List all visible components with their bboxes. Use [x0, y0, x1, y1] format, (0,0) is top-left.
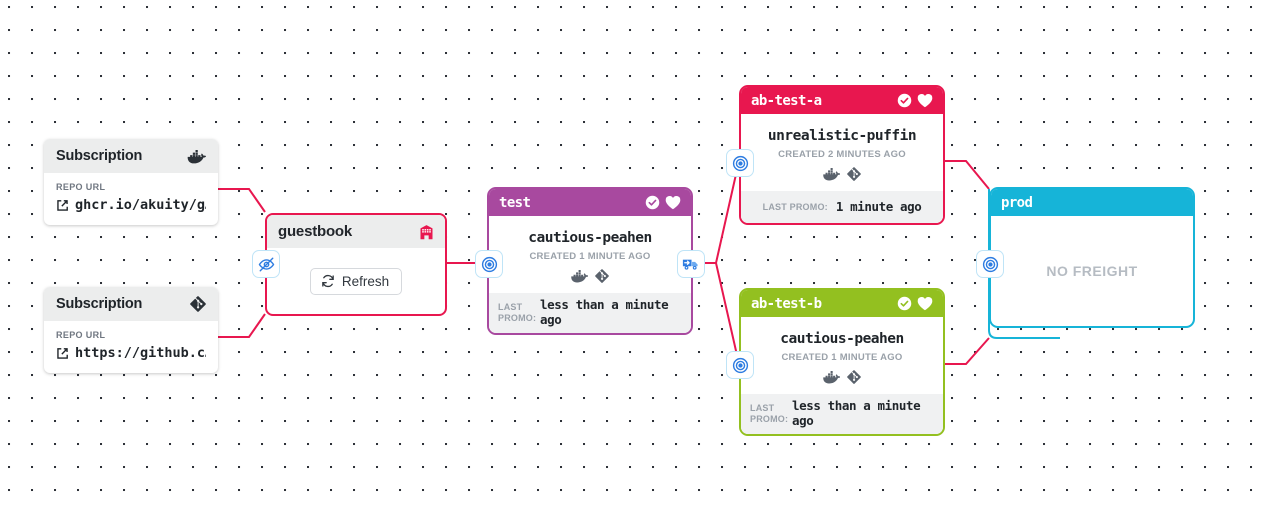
stage-name: ab-test-b: [751, 295, 822, 312]
refresh-button-label: Refresh: [341, 273, 390, 289]
bullseye-icon: [732, 155, 749, 172]
stage-footer: LAST PROMO: less than a minute ago: [489, 293, 691, 333]
last-promo-label: LAST PROMO:: [498, 302, 537, 323]
stage-node-test[interactable]: test cautious-peahen CREATED 1 MINUTE AG…: [487, 187, 693, 335]
stage-header: test: [489, 189, 691, 216]
stage-node-prod[interactable]: prod NO FREIGHT: [989, 187, 1195, 328]
edge-abtesta-prod: [941, 160, 990, 190]
freight-icons: [497, 269, 683, 283]
freight-name: cautious-peahen: [528, 230, 652, 246]
truck-icon: [682, 256, 700, 272]
stage-body: cautious-peahen CREATED 1 MINUTE AGO: [741, 317, 943, 394]
bullseye-icon: [481, 256, 498, 273]
docker-icon: [823, 167, 840, 181]
freight-created: CREATED 1 MINUTE AGO: [529, 251, 651, 262]
docker-icon: [823, 370, 840, 384]
stage-node-ab-test-a[interactable]: ab-test-a unrealistic-puffin CREATED 2 M…: [739, 85, 945, 225]
git-icon: [847, 167, 861, 181]
warehouse-header: guestbook: [267, 215, 445, 248]
subscription-header: Subscription: [44, 287, 218, 321]
docker-icon: [187, 149, 206, 164]
stage-body: cautious-peahen CREATED 1 MINUTE AGO: [489, 216, 691, 293]
last-promo-value: 1 minute ago: [835, 198, 922, 214]
edge-sub1-warehouse: [217, 188, 266, 213]
freight-created: CREATED 1 MINUTE AGO: [781, 352, 903, 363]
stage-footer: LAST PROMO: less than a minute ago: [741, 394, 943, 434]
freight-name: unrealistic-puffin: [767, 128, 917, 144]
warehouse-icon: [419, 224, 434, 240]
edge-sub2-warehouse: [217, 313, 266, 338]
heart-icon[interactable]: [917, 93, 933, 108]
last-promo-label: LAST PROMO:: [762, 201, 828, 212]
stage-name: prod: [1001, 194, 1033, 211]
stage-footer: LAST PROMO: 1 minute ago: [741, 191, 943, 223]
warehouse-title: guestbook: [278, 223, 353, 240]
stage-header: ab-test-a: [741, 87, 943, 114]
subscription-header: Subscription: [44, 139, 218, 173]
prod-target-chip[interactable]: [976, 250, 1004, 278]
bullseye-icon: [982, 256, 999, 273]
stage-header: prod: [991, 189, 1193, 216]
subscription-field-label: REPO URL: [56, 330, 106, 340]
heart-icon[interactable]: [917, 296, 933, 311]
warehouse-node-guestbook[interactable]: guestbook: [265, 213, 447, 316]
check-circle-icon[interactable]: [645, 195, 660, 210]
docker-icon: [571, 269, 588, 283]
edge-abtestb-prod: [941, 337, 990, 365]
subscription-repo-url[interactable]: https://github.c…: [56, 345, 206, 361]
warehouse-visibility-chip[interactable]: [252, 250, 280, 278]
subscription-repo-url-text: ghcr.io/akuity/g…: [75, 197, 206, 213]
last-promo-value: less than a minute ago: [540, 297, 669, 327]
subscription-field-label: REPO URL: [56, 182, 106, 192]
bullseye-icon: [732, 357, 749, 374]
stage-header: ab-test-b: [741, 290, 943, 317]
stage-body: unrealistic-puffin CREATED 2 MINUTES AGO: [741, 114, 943, 191]
stage-name: test: [499, 194, 531, 211]
subscription-card-git[interactable]: Subscription REPO URL https://github.c…: [44, 287, 218, 373]
eye-slash-icon: [258, 256, 275, 273]
git-icon: [595, 269, 609, 283]
freight-icons: [749, 370, 935, 384]
freight-created: CREATED 2 MINUTES AGO: [778, 149, 906, 160]
subscription-body: REPO URL https://github.c…: [44, 321, 218, 373]
external-link-icon: [56, 347, 69, 360]
git-icon: [847, 370, 861, 384]
refresh-button[interactable]: Refresh: [309, 267, 403, 295]
freight-name: cautious-peahen: [780, 331, 904, 347]
ab-test-a-target-chip[interactable]: [726, 149, 754, 177]
subscription-title: Subscription: [56, 296, 143, 312]
check-circle-icon[interactable]: [897, 93, 912, 108]
external-link-icon: [56, 199, 69, 212]
last-promo-label: LAST PROMO:: [750, 403, 789, 424]
test-promote-chip[interactable]: [677, 250, 705, 278]
freight-icons: [749, 167, 935, 181]
heart-icon[interactable]: [665, 195, 681, 210]
subscription-repo-url[interactable]: ghcr.io/akuity/g…: [56, 197, 206, 213]
refresh-icon: [321, 274, 335, 288]
warehouse-body: Refresh: [267, 248, 445, 314]
last-promo-value: less than a minute ago: [792, 398, 921, 428]
stage-empty-state: NO FREIGHT: [1046, 263, 1138, 279]
stage-node-ab-test-b[interactable]: ab-test-b cautious-peahen CREATED 1 MINU…: [739, 288, 945, 436]
subscription-repo-url-text: https://github.c…: [75, 345, 206, 361]
git-icon: [190, 296, 206, 312]
edge-test-abtestb: [690, 262, 740, 365]
stage-name: ab-test-a: [751, 92, 822, 109]
subscription-card-docker[interactable]: Subscription REPO URL ghcr.io/akuity/g…: [44, 139, 218, 225]
test-target-chip[interactable]: [475, 250, 503, 278]
check-circle-icon[interactable]: [897, 296, 912, 311]
ab-test-b-target-chip[interactable]: [726, 351, 754, 379]
subscription-title: Subscription: [56, 148, 143, 164]
subscription-body: REPO URL ghcr.io/akuity/g…: [44, 173, 218, 225]
